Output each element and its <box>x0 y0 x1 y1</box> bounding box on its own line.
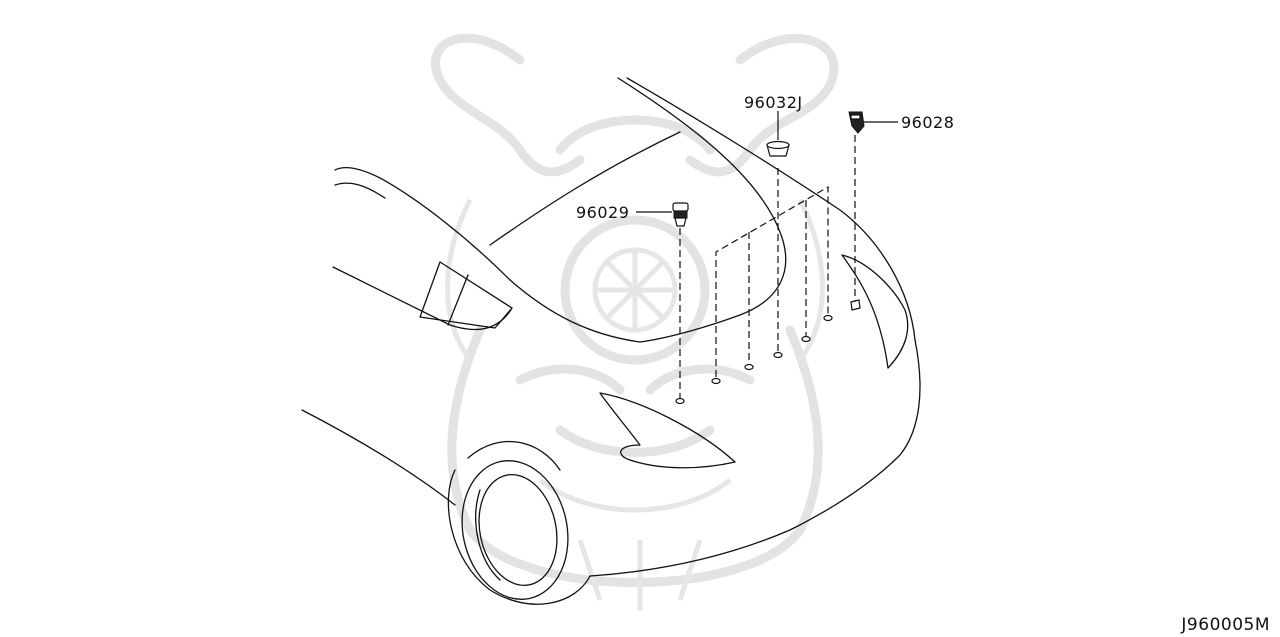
mounting-hole <box>773 351 783 359</box>
vehicle-rear-outline <box>301 77 921 605</box>
part-label-96032j: 96032J <box>744 93 803 112</box>
mounting-hole <box>823 314 833 322</box>
part-96029-grommet[interactable] <box>636 202 689 227</box>
mounting-hole <box>744 363 754 371</box>
mounting-hole <box>801 335 811 343</box>
part-96028-fastener[interactable] <box>848 111 898 134</box>
mounting-hole <box>850 299 861 311</box>
watermark-emblem <box>431 33 839 610</box>
part-label-96028: 96028 <box>901 113 954 132</box>
part-label-96029: 96029 <box>576 203 629 222</box>
mounting-hole <box>711 377 721 385</box>
part-96032j-clip[interactable] <box>766 111 790 157</box>
diagram-id: J960005M <box>1180 615 1270 635</box>
mounting-points <box>675 135 861 405</box>
mounting-hole <box>675 397 685 405</box>
